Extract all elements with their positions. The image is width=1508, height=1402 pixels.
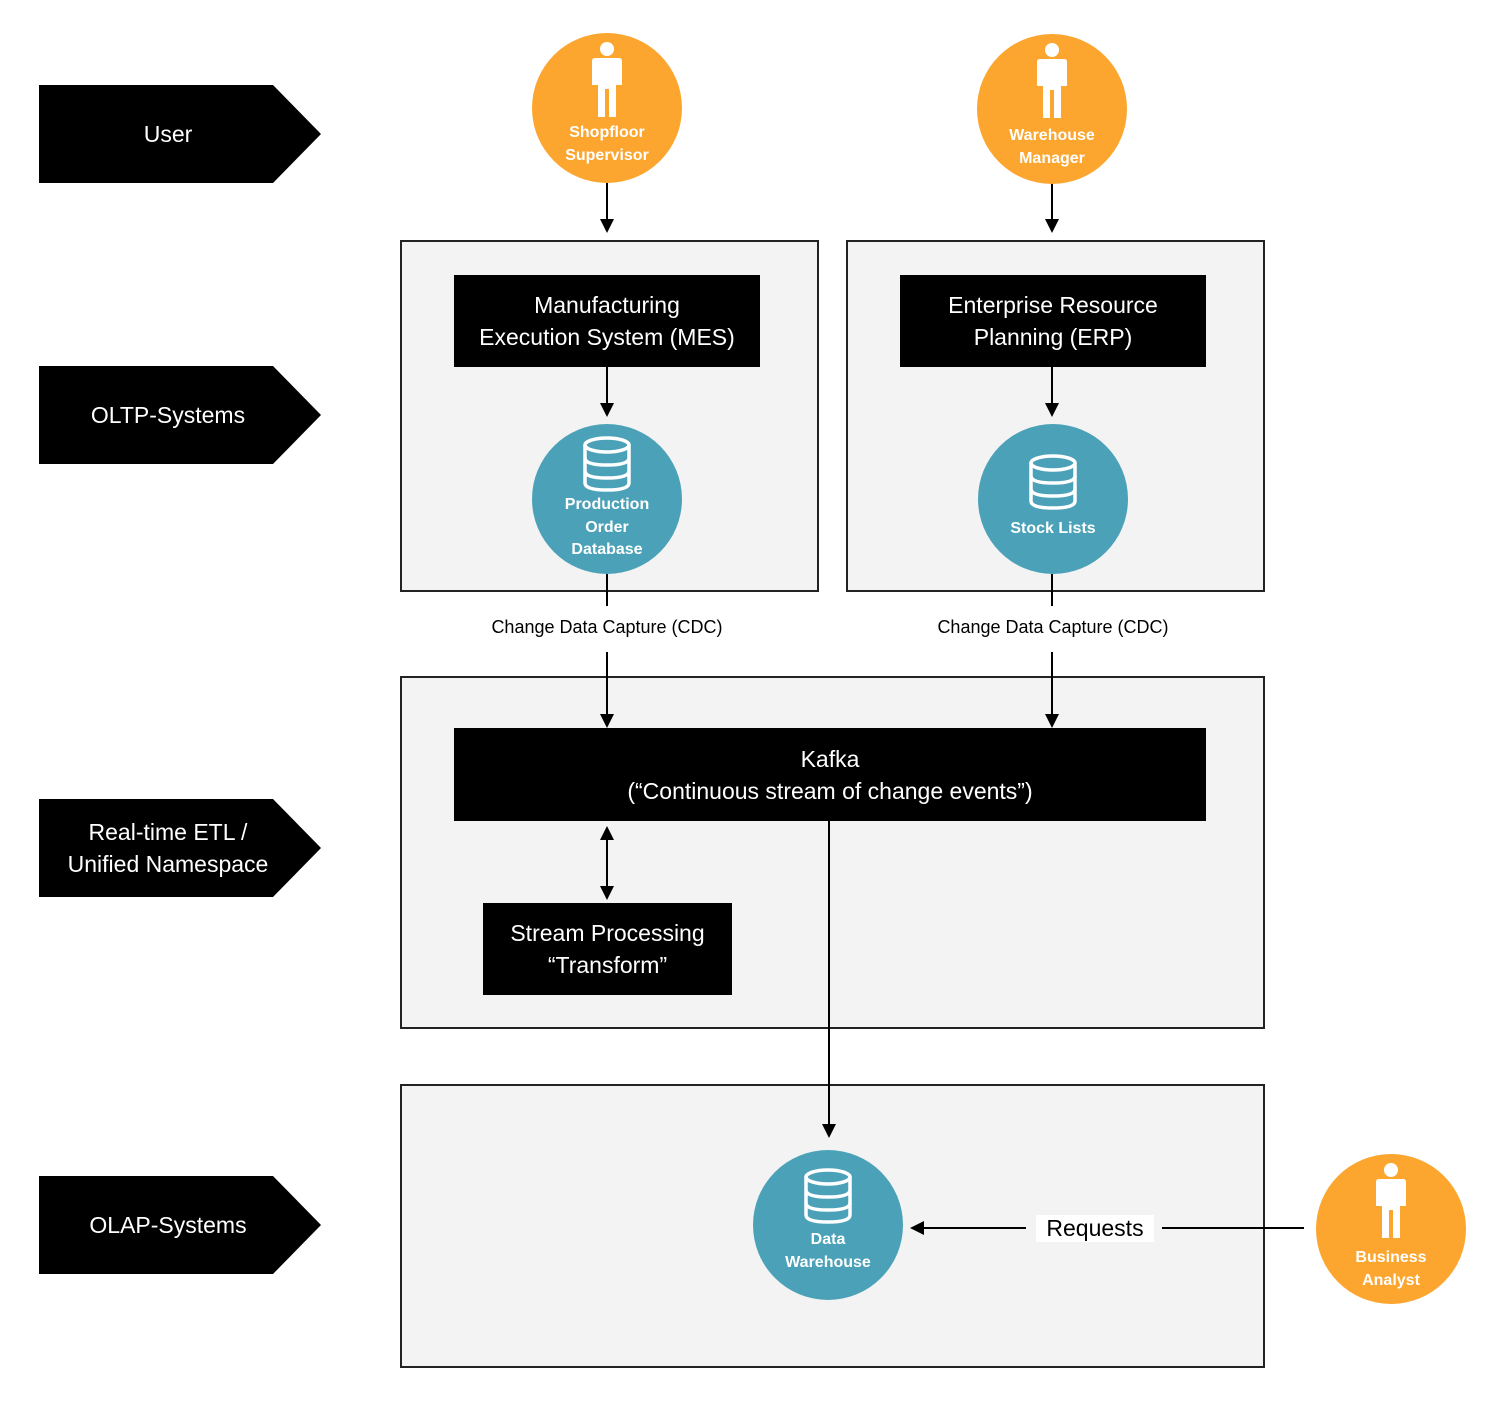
lane-label-oltp-text: OLTP-Systems (90, 402, 246, 428)
lane-label-etl: Real-time ETL / Unified Namespace (39, 799, 321, 897)
user-label-warehouse: Warehouse Manager (1009, 127, 1095, 167)
user-node-analyst: Business Analyst (1316, 1154, 1466, 1304)
person-icon (592, 42, 622, 117)
stream-processing-box: Stream Processing “Transform” (483, 903, 732, 995)
lane-label-etl-text: Real-time ETL / Unified Namespace (67, 819, 269, 877)
lane-label-oltp: OLTP-Systems (39, 366, 321, 464)
database-icon (1029, 454, 1077, 510)
person-icon (1037, 43, 1067, 118)
edge-label-cdc-right: Change Data Capture (CDC) (926, 617, 1180, 638)
db-label-stock: Stock Lists (1010, 520, 1096, 537)
person-icon (1376, 1163, 1406, 1238)
user-node-shopfloor: Shopfloor Supervisor (532, 33, 682, 183)
db-node-data-warehouse: Data Warehouse (753, 1150, 903, 1300)
db-node-stock: Stock Lists (978, 424, 1128, 574)
erp-box: Enterprise Resource Planning (ERP) (900, 275, 1206, 367)
database-icon (583, 436, 631, 492)
user-label-shopfloor: Shopfloor Supervisor (565, 124, 649, 164)
kafka-box: Kafka (“Continuous stream of change even… (454, 728, 1206, 821)
db-label-production: Production Order Database (564, 496, 650, 558)
db-node-production: Production Order Database (532, 424, 682, 574)
lane-label-olap: OLAP-Systems (39, 1176, 321, 1274)
database-icon (804, 1168, 852, 1224)
edge-label-cdc-left: Change Data Capture (CDC) (480, 617, 734, 638)
lane-label-user: User (39, 85, 321, 183)
mes-box: Manufacturing Execution System (MES) (454, 275, 760, 367)
user-label-analyst: Business Analyst (1355, 1249, 1427, 1289)
user-node-warehouse: Warehouse Manager (977, 34, 1127, 184)
lane-label-olap-text: OLAP-Systems (89, 1212, 247, 1238)
edge-label-requests: Requests (1036, 1215, 1154, 1242)
db-label-data-warehouse: Data Warehouse (785, 1231, 871, 1271)
lane-label-user-text: User (143, 121, 193, 147)
